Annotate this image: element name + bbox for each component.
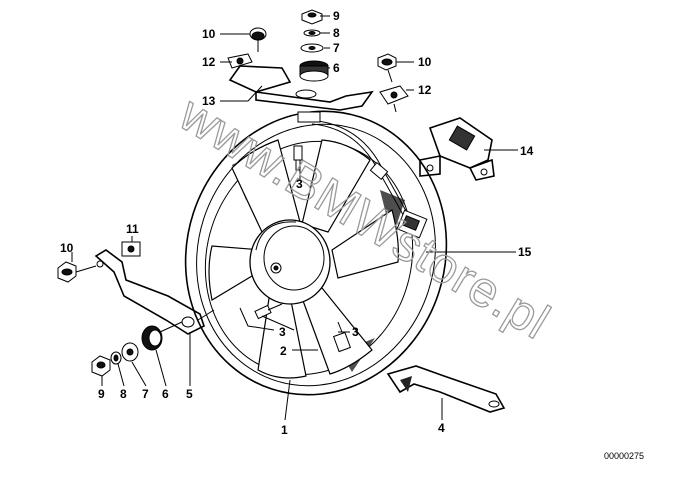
fan-motor <box>249 219 331 305</box>
label-p10b: 10 <box>418 55 432 69</box>
bolt-top-right <box>377 53 397 83</box>
drawing-number: 00000275 <box>604 451 644 461</box>
top-stack <box>299 9 329 82</box>
upper-bracket <box>228 65 374 111</box>
bolt-top-left <box>249 27 267 52</box>
label-p10c: 10 <box>60 241 74 255</box>
label-p12a: 12 <box>202 55 216 69</box>
screw-lower-right <box>332 321 352 353</box>
clip-nut-top-right <box>379 85 409 113</box>
screw-lower-left <box>239 303 283 331</box>
label-p12b: 12 <box>418 83 432 97</box>
label-p8b: 8 <box>120 387 127 401</box>
label-p2: 2 <box>280 344 287 358</box>
label-p10a: 10 <box>202 27 216 41</box>
lower-bracket <box>386 365 506 413</box>
label-p3a: 3 <box>296 177 303 191</box>
watermark: www.BMWstore.pl <box>169 85 559 350</box>
clip-nut-top-left <box>227 53 253 69</box>
label-p4: 4 <box>438 421 445 435</box>
bolt-left <box>57 261 97 283</box>
left-bracket <box>94 249 215 335</box>
label-p15: 15 <box>518 245 532 259</box>
label-p9b: 9 <box>98 387 105 401</box>
label-p9a: 9 <box>333 9 340 23</box>
label-p7b: 7 <box>142 387 149 401</box>
label-p7a: 7 <box>333 41 340 55</box>
clip-nut-left <box>121 241 141 257</box>
label-p6b: 6 <box>162 387 169 401</box>
label-p14: 14 <box>520 144 534 158</box>
label-p5: 5 <box>186 387 193 401</box>
label-p3b: 3 <box>279 325 286 339</box>
leader-lines <box>71 15 518 421</box>
screw-upper <box>293 145 303 180</box>
label-p6a: 6 <box>333 61 340 75</box>
label-p11: 11 <box>126 222 139 236</box>
label-p13: 13 <box>202 94 216 108</box>
label-p1: 1 <box>281 423 288 437</box>
left-stack <box>91 321 183 377</box>
relay-holder <box>419 117 495 181</box>
label-p8a: 8 <box>333 26 340 40</box>
label-p3c: 3 <box>352 325 359 339</box>
wiring-harness <box>297 111 428 239</box>
part-labels: 10 12 13 9 8 7 6 10 12 14 15 3 11 10 3 2… <box>60 9 534 437</box>
